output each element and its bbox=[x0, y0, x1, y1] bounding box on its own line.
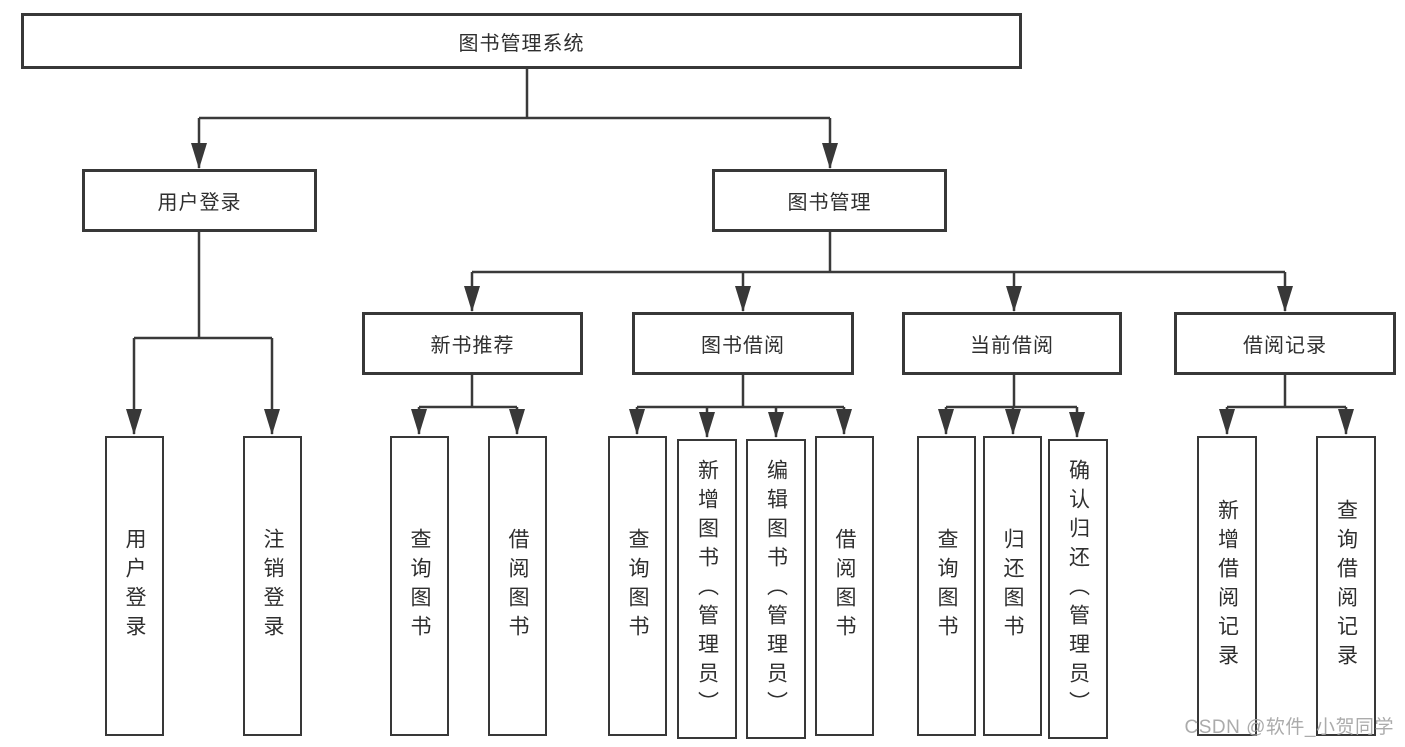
leaf-query-borrow-record: 查询借阅记录 bbox=[1316, 436, 1376, 736]
leaf-logout: 注销登录 bbox=[243, 436, 302, 736]
node-book-borrowing: 图书借阅 bbox=[632, 312, 854, 375]
leaf-current-query-books-label: 查询图书 bbox=[935, 528, 958, 644]
watermark: CSDN @软件_小贺同学 bbox=[1184, 717, 1394, 738]
leaf-logout-label: 注销登录 bbox=[261, 528, 284, 644]
node-book-management-label: 图书管理 bbox=[787, 192, 872, 214]
leaf-confirm-return-admin: 确认归还（管理员） bbox=[1048, 439, 1108, 739]
leaf-add-book-admin-label: 新增图书（管理员） bbox=[695, 458, 719, 720]
leaf-newrec-query-books: 查询图书 bbox=[390, 436, 449, 736]
leaf-borrowing-borrow-books: 借阅图书 bbox=[815, 436, 874, 736]
leaf-confirm-return-admin-label: 确认归还（管理员） bbox=[1066, 458, 1090, 720]
leaf-add-borrow-record: 新增借阅记录 bbox=[1197, 436, 1257, 736]
leaf-return-books-label: 归还图书 bbox=[1001, 528, 1024, 644]
leaf-add-book-admin: 新增图书（管理员） bbox=[677, 439, 737, 739]
node-user-login-label: 用户登录 bbox=[157, 192, 242, 214]
node-new-book-recommend: 新书推荐 bbox=[362, 312, 583, 375]
node-user-login: 用户登录 bbox=[82, 169, 317, 232]
leaf-borrowing-query-books: 查询图书 bbox=[608, 436, 667, 736]
leaf-current-query-books: 查询图书 bbox=[917, 436, 976, 736]
node-borrowing-records: 借阅记录 bbox=[1174, 312, 1396, 375]
node-library-system-label: 图书管理系统 bbox=[458, 32, 585, 55]
node-current-borrowing: 当前借阅 bbox=[902, 312, 1122, 375]
node-borrowing-records-label: 借阅记录 bbox=[1243, 335, 1327, 357]
leaf-borrowing-borrow-books-label: 借阅图书 bbox=[833, 528, 856, 644]
leaf-borrowing-query-books-label: 查询图书 bbox=[626, 528, 649, 644]
leaf-return-books: 归还图书 bbox=[983, 436, 1042, 736]
node-library-system: 图书管理系统 bbox=[21, 13, 1022, 69]
leaf-add-borrow-record-label: 新增借阅记录 bbox=[1215, 499, 1239, 673]
node-current-borrowing-label: 当前借阅 bbox=[970, 335, 1054, 357]
leaf-query-borrow-record-label: 查询借阅记录 bbox=[1334, 499, 1358, 673]
node-book-management: 图书管理 bbox=[712, 169, 947, 232]
leaf-edit-book-admin-label: 编辑图书（管理员） bbox=[764, 458, 788, 720]
node-book-borrowing-label: 图书借阅 bbox=[701, 335, 785, 357]
leaf-newrec-borrow-books: 借阅图书 bbox=[488, 436, 547, 736]
node-new-book-recommend-label: 新书推荐 bbox=[430, 335, 515, 357]
leaf-newrec-borrow-books-label: 借阅图书 bbox=[506, 528, 529, 644]
leaf-edit-book-admin: 编辑图书（管理员） bbox=[746, 439, 806, 739]
leaf-user-login: 用户登录 bbox=[105, 436, 164, 736]
leaf-newrec-query-books-label: 查询图书 bbox=[408, 528, 431, 644]
leaf-user-login-label: 用户登录 bbox=[123, 528, 146, 644]
